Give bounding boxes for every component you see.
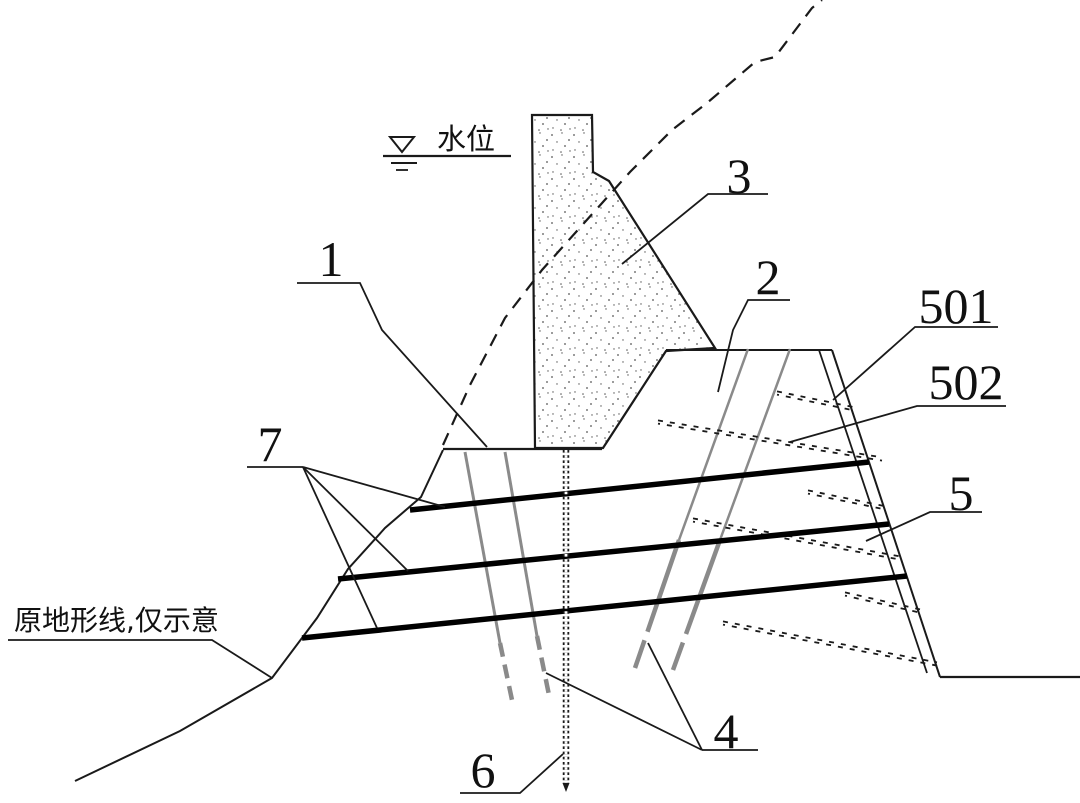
- dashed-anchor-row-501: [776, 390, 856, 412]
- dam-body: [530, 113, 717, 450]
- dashed-anchor-row-502: [657, 419, 883, 462]
- callout-6: 6: [471, 742, 496, 798]
- dashed-anchor-row-5: [844, 591, 921, 614]
- leader-1: [297, 282, 488, 448]
- callout-5: 5: [949, 465, 974, 521]
- leader-4b: [545, 672, 703, 751]
- callout-3: 3: [727, 148, 752, 204]
- dashed-anchor-row-3: [807, 489, 887, 511]
- original-terrain-dashed-line: [441, 0, 823, 446]
- leader-7b: [302, 466, 409, 572]
- pile-tip: [562, 783, 570, 792]
- callout-4: 4: [714, 703, 739, 759]
- water-level-label: 水位: [437, 122, 495, 156]
- leader-terrain-note: [8, 639, 273, 679]
- leader-501: [832, 326, 998, 401]
- water-level-triangle-icon: [387, 136, 417, 154]
- beaded-pile: [562, 450, 570, 792]
- leader-3: [621, 193, 768, 265]
- callout-502: 502: [929, 354, 1004, 410]
- leader-7c: [302, 466, 378, 629]
- drain-pipe-left-1: [463, 451, 502, 644]
- anchor-rod-3: [301, 573, 908, 641]
- drain-pipe-right-2-lower: [670, 539, 723, 671]
- terrain-note-label: 原地形线,仅示意: [14, 604, 219, 637]
- leader-2: [717, 299, 790, 393]
- anchor-rods: [301, 459, 908, 641]
- leader-5: [865, 511, 982, 542]
- callout-7: 7: [258, 416, 283, 472]
- callout-501: 501: [919, 278, 994, 334]
- slope-face-outer-line: [831, 349, 941, 678]
- leader-4a: [647, 642, 703, 751]
- leader-502: [789, 405, 1006, 443]
- terrain-solid-line: [74, 449, 444, 782]
- dashed-anchor-row-4: [692, 517, 901, 561]
- drain-pipe-right-1: [677, 348, 750, 541]
- anchor-rod-2: [337, 521, 890, 582]
- drain-pipe-left-2: [503, 451, 539, 637]
- anchor-rod-1: [409, 459, 870, 513]
- drain-pipe-right-2: [718, 348, 792, 541]
- water-level-symbol: [383, 136, 511, 171]
- callout-leaders: [8, 193, 1006, 794]
- dashed-anchor-rows: [657, 390, 938, 667]
- drain-pipe-left-1-tail: [497, 642, 515, 701]
- leader-7a: [302, 466, 446, 508]
- dashed-anchor-row-6: [722, 620, 938, 667]
- leader-6: [460, 753, 564, 794]
- callout-1: 1: [319, 231, 344, 287]
- drain-pipe-left-2-tail: [534, 635, 553, 701]
- callout-2: 2: [756, 249, 781, 305]
